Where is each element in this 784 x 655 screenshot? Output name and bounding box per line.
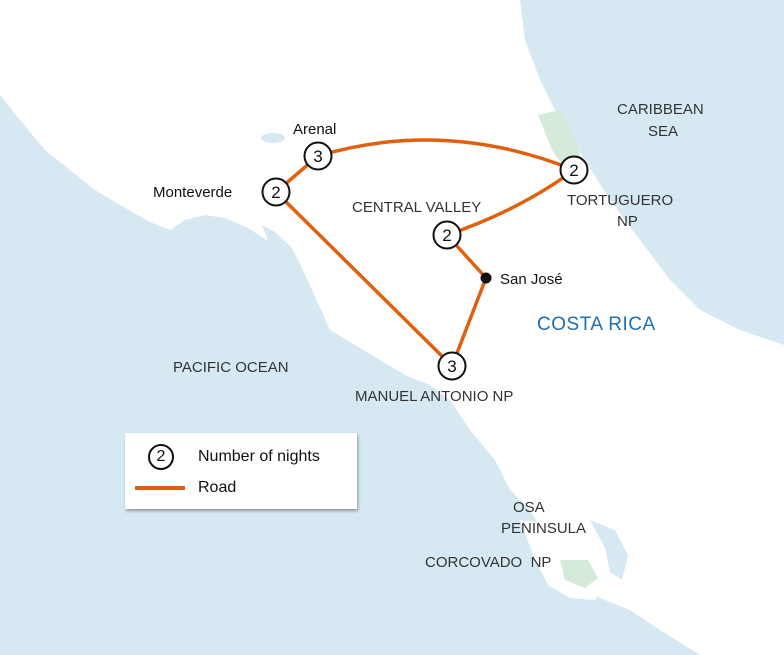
label-osa: OSA <box>513 499 545 516</box>
label-arenal: Arenal <box>293 121 337 138</box>
lake-arenal <box>261 133 285 143</box>
label-corcovado: CORCOVADO NP <box>425 554 552 571</box>
tortuguero-nights: 2 <box>569 161 578 180</box>
map-legend: 2 Number of nights Road <box>125 433 357 509</box>
label-sea: SEA <box>648 123 679 140</box>
stop-manuel-antonio[interactable]: 3 <box>437 351 467 381</box>
label-peninsula: PENINSULA <box>501 520 587 537</box>
golfo-dulce <box>590 520 628 580</box>
legend-nights-badge: 2 <box>148 444 174 470</box>
road-tortuguero-central-valley <box>445 168 576 237</box>
legend-road-line <box>135 486 185 490</box>
stop-monteverde[interactable]: 2 <box>261 177 291 207</box>
manuel-antonio-nights: 3 <box>447 357 456 376</box>
label-manuel-antonio: MANUEL ANTONIO NP <box>355 388 514 405</box>
stop-central-valley[interactable]: 2 <box>432 220 462 250</box>
road-arenal-tortuguero <box>316 138 576 172</box>
monteverde-nights: 2 <box>271 183 280 202</box>
central-valley-nights: 2 <box>442 226 451 245</box>
road-san-jose-manuel-antonio <box>450 276 488 368</box>
legend-road-label: Road <box>198 479 237 496</box>
stop-arenal[interactable]: 3 <box>303 141 333 171</box>
label-tortuguero-np: NP <box>617 213 638 230</box>
label-caribbean: CARIBBEAN <box>617 101 704 118</box>
san-jose-marker <box>480 272 492 284</box>
label-san-jose: San José <box>500 271 563 288</box>
legend-nights-label: Number of nights <box>198 448 320 465</box>
arenal-nights: 3 <box>313 147 322 166</box>
label-pacific-ocean: PACIFIC OCEAN <box>173 359 289 376</box>
corcovado-park <box>560 560 598 588</box>
label-central-valley: CENTRAL VALLEY <box>352 199 482 216</box>
stop-tortuguero[interactable]: 2 <box>559 155 589 185</box>
label-costa-rica: COSTA RICA <box>537 314 656 335</box>
road-monteverde-manuel-antonio <box>274 190 454 368</box>
gulf-of-nicoya <box>262 225 330 330</box>
label-tortuguero: TORTUGUERO <box>567 192 674 209</box>
label-monteverde: Monteverde <box>153 184 233 201</box>
